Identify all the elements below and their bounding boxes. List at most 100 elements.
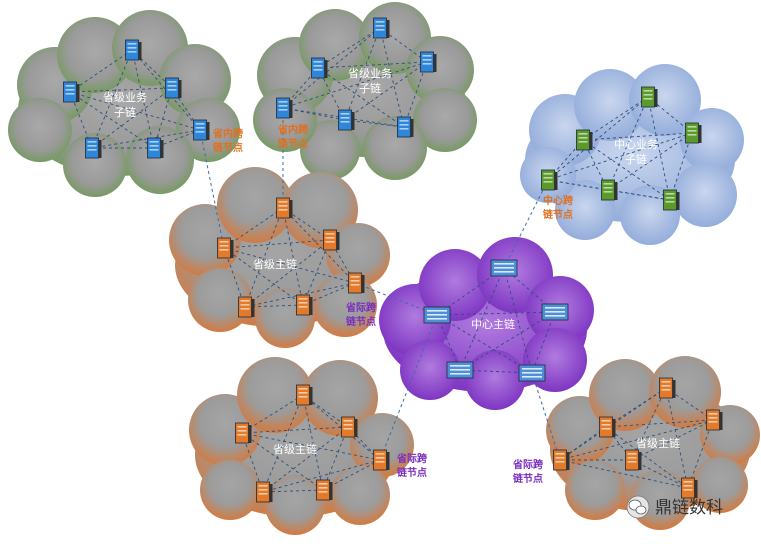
mesh-link-orange-br — [687, 419, 714, 489]
server-icon — [659, 377, 676, 399]
rack-server-icon — [541, 303, 569, 321]
server-icon — [706, 409, 723, 431]
mesh-link-green-left — [69, 49, 133, 93]
cloud-label-green-left-2: 子链 — [114, 105, 136, 119]
watermark-text: 鼎链数科 — [655, 498, 723, 518]
cross-chain-link — [354, 282, 438, 316]
xlabel-center-1: 中心跨 — [543, 194, 574, 207]
mesh-link-orange-top — [282, 207, 356, 284]
xlabel-inter2-1: 省际跨 — [396, 452, 428, 465]
cloud-label-green-left-1: 省级业务 — [103, 91, 147, 104]
server-icon — [576, 129, 593, 151]
cloud-label-green-right-1: 省级业务 — [348, 67, 392, 80]
mesh-link-orange-top — [244, 239, 331, 308]
xlabel-inter3-2: 链节点 — [512, 472, 543, 485]
server-icon — [296, 294, 313, 316]
server-icon — [238, 296, 255, 318]
rack-server-icon — [490, 259, 518, 277]
xlabel-inter1-1: 省际跨 — [345, 301, 377, 314]
mesh-link-center — [436, 311, 556, 316]
rack-server-icon — [446, 361, 474, 379]
wechat-icon — [626, 495, 650, 519]
rack-server-icon — [518, 364, 546, 382]
mesh-link-green-left — [69, 87, 173, 93]
server-icon — [341, 416, 358, 438]
server-icon — [420, 51, 437, 73]
mesh-link-green-left — [69, 91, 155, 149]
mesh-link-orange-top — [223, 247, 246, 308]
mesh-link-green-right — [379, 27, 405, 128]
cloud-label-green-right-2: 子链 — [359, 81, 381, 95]
cloud-labels: 省级业务 子链 省级业务 子链 中心业务 子链 省级主链 中心主链 省级主链 省… — [103, 67, 680, 456]
mesh-link-center — [436, 314, 461, 371]
servers-layer — [63, 17, 723, 503]
mesh-link-orange-bl — [302, 394, 324, 491]
server-icon — [373, 17, 390, 39]
mesh-link-green-left — [131, 49, 155, 149]
xlabel-inter3-1: 省际跨 — [512, 458, 544, 471]
xlabel-intra2-2: 链节点 — [277, 137, 308, 150]
cloud-label-orange-bottom-left: 省级主链 — [273, 442, 317, 456]
server-icon — [235, 422, 252, 444]
mesh-link-center — [459, 311, 556, 371]
mesh-link-green-left — [153, 87, 173, 149]
xlabel-intra2-1: 省内跨 — [277, 123, 309, 136]
xlabel-center-2: 链节点 — [542, 208, 573, 221]
mesh-link-blue — [607, 132, 693, 191]
mesh-link-orange-bl — [241, 432, 264, 493]
mesh-link-orange-br — [559, 419, 714, 461]
mesh-link-blue — [547, 132, 693, 181]
server-icon — [85, 137, 102, 159]
server-icon — [316, 479, 333, 501]
mesh-link-orange-top — [282, 207, 304, 306]
mesh-link-blue — [582, 132, 693, 141]
mesh-link-orange-top — [244, 304, 304, 308]
cloud-label-blue-1: 中心业务 — [614, 138, 658, 151]
mesh-link-blue — [607, 189, 671, 201]
server-icon — [599, 416, 616, 438]
server-icon — [63, 81, 80, 103]
mesh-link-green-left — [153, 129, 201, 149]
server-icon — [276, 97, 293, 119]
cross-chain-link — [503, 179, 549, 269]
server-icon — [147, 137, 164, 159]
mesh-link-orange-bl — [322, 459, 381, 491]
server-icon — [311, 57, 328, 79]
mesh-link-green-right — [317, 61, 428, 69]
cloud-green-left — [8, 10, 240, 197]
cloud-label-blue-2: 子链 — [625, 152, 647, 166]
mesh-link-orange-br — [631, 459, 689, 489]
cloud-label-orange-bottom-right: 省级主链 — [636, 436, 680, 450]
server-icon — [125, 39, 142, 61]
mesh-link-green-left — [91, 87, 173, 149]
server-icon — [373, 449, 390, 471]
clouds-layer — [8, 2, 760, 535]
mesh-link-blue — [547, 96, 649, 181]
server-icon — [296, 384, 313, 406]
mesh-link-orange-br — [631, 387, 667, 461]
cloud-purple-center — [379, 237, 594, 410]
xlabel-inter1-2: 链节点 — [345, 315, 376, 328]
mesh-link-green-right — [282, 27, 381, 109]
mesh-link-center — [436, 314, 533, 374]
cloud-label-orange-top: 省级主链 — [253, 257, 297, 271]
mesh-link-orange-top — [223, 247, 356, 284]
mesh-link-green-right — [344, 119, 405, 128]
rack-server-icon — [423, 306, 451, 324]
mesh-link-orange-br — [665, 387, 689, 489]
cloud-label-center: 中心主链 — [471, 317, 515, 331]
server-icon — [625, 449, 642, 471]
mesh-link-orange-bl — [262, 489, 324, 493]
mesh-link-orange-br — [605, 426, 689, 489]
mesh-link-center — [459, 267, 505, 371]
server-icon — [541, 169, 558, 191]
cross-chain-links — [199, 108, 561, 461]
mesh-link-blue — [582, 96, 649, 141]
mesh-link-orange-top — [223, 247, 304, 306]
server-icon — [681, 477, 698, 499]
mesh-link-green-right — [317, 27, 381, 69]
cross-chain-link — [379, 314, 438, 461]
mesh-link-orange-bl — [322, 426, 349, 491]
